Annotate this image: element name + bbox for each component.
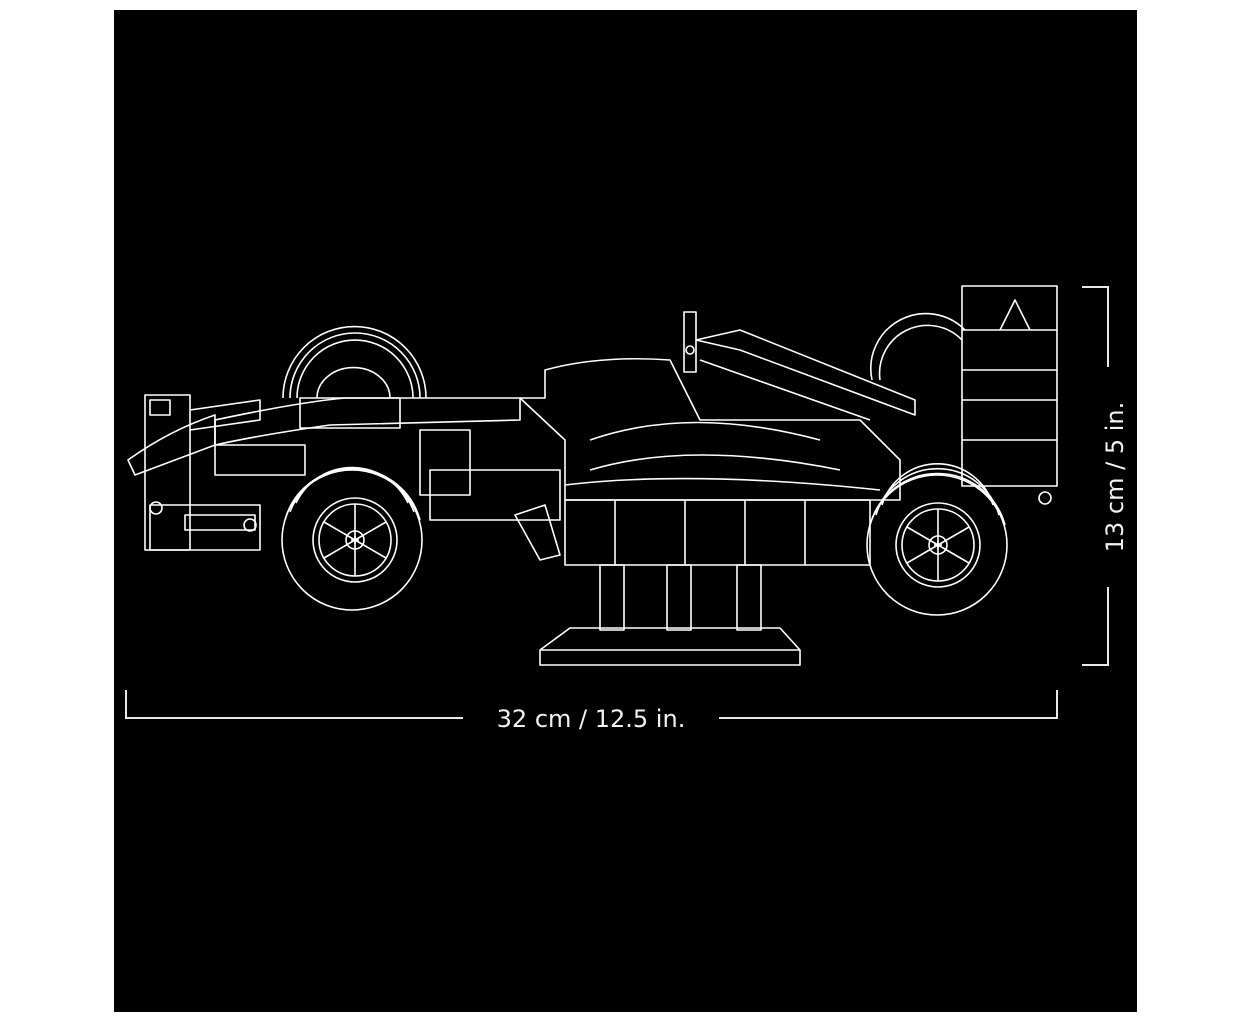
far-front-wheel: [282, 325, 427, 399]
width-label: 32 cm / 12.5 in.: [496, 705, 686, 733]
rear-wheel: [866, 463, 1008, 616]
front-wheel: [281, 466, 423, 611]
far-rear-wheel: [870, 312, 966, 381]
rear-wing: [961, 285, 1058, 505]
height-label: 13 cm / 5 in.: [1101, 401, 1129, 553]
chassis: [214, 357, 901, 566]
halo-and-airbox: [683, 311, 916, 421]
display-stand: [539, 564, 801, 666]
height-dimension-line: [1082, 286, 1109, 666]
width-dimension-line: [125, 690, 1058, 719]
product-image-panel: [114, 10, 1137, 1012]
front-wing: [127, 394, 261, 551]
